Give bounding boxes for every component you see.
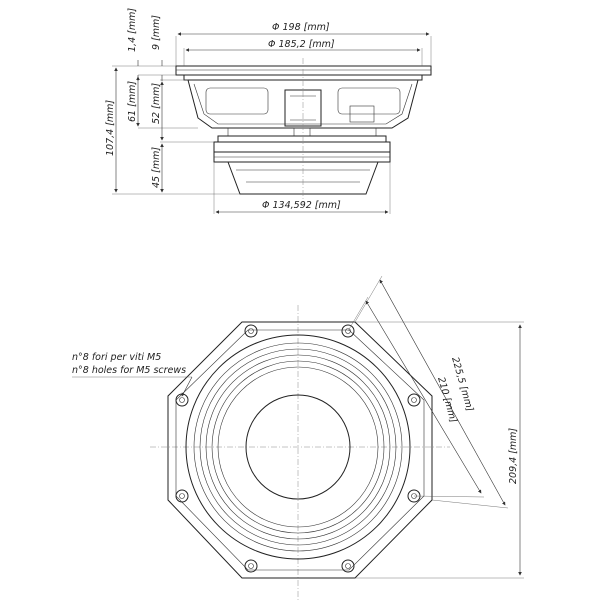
dim-height: 209,4 [mm] xyxy=(355,321,524,579)
front-frame-outer xyxy=(167,321,433,579)
front-view: n°8 fori per viti M5 n°8 holes for M5 sc… xyxy=(72,275,524,600)
dim-flange-thickness: 1,4 [mm] xyxy=(127,8,139,81)
dim-magnet-depth: 45 [mm] xyxy=(151,143,164,193)
front-dust-cap xyxy=(245,394,351,500)
holes-note: n°8 fori per viti M5 n°8 holes for M5 sc… xyxy=(72,352,193,397)
dim-diameter-outer: Φ 198 [mm] xyxy=(175,22,432,66)
dim-basket-depth: 52 [mm] xyxy=(151,81,164,141)
label-magnet-depth: 45 [mm] xyxy=(151,147,162,188)
side-magnet xyxy=(213,135,391,195)
label-diameter-magnet: Φ 134,592 [mm] xyxy=(262,200,341,211)
label-flange-thickness: 1,4 [mm] xyxy=(127,8,138,52)
mounting-hole-6 xyxy=(244,559,258,573)
dim-diameter-baffle: Φ 185,2 [mm] xyxy=(183,39,423,66)
dim-flange-height: 9 [mm] xyxy=(151,15,163,81)
label-flange-height: 9 [mm] xyxy=(151,15,162,50)
mounting-hole-1 xyxy=(244,324,258,338)
dim-upper-depth: 61 [mm] xyxy=(127,76,140,127)
side-flange xyxy=(175,65,432,81)
dim-total-depth: 107,4 [mm] xyxy=(105,67,118,193)
side-view: Φ 198 [mm] Φ 185,2 [mm] Φ 134,592 [mm] 1… xyxy=(105,8,432,214)
front-frame-inner xyxy=(175,329,425,571)
label-hole-spacing: 210 [mm] xyxy=(435,376,459,425)
label-diameter-baffle: Φ 185,2 [mm] xyxy=(268,39,335,50)
label-total-depth: 107,4 [mm] xyxy=(105,100,116,156)
label-upper-depth: 61 [mm] xyxy=(127,81,138,122)
side-basket xyxy=(187,79,419,137)
mounting-hole-3 xyxy=(407,393,421,407)
label-height: 209,4 [mm] xyxy=(508,428,519,484)
mounting-hole-2 xyxy=(341,324,355,338)
mounting-hole-5 xyxy=(341,559,355,573)
label-diameter-outer: Φ 198 [mm] xyxy=(272,22,330,33)
dim-diameter-magnet: Φ 134,592 [mm] xyxy=(213,162,391,214)
note-holes-en: n°8 holes for M5 screws xyxy=(72,365,186,376)
mounting-hole-7 xyxy=(175,489,189,503)
note-holes-it: n°8 fori per viti M5 xyxy=(72,352,161,363)
label-basket-depth: 52 [mm] xyxy=(151,83,162,124)
